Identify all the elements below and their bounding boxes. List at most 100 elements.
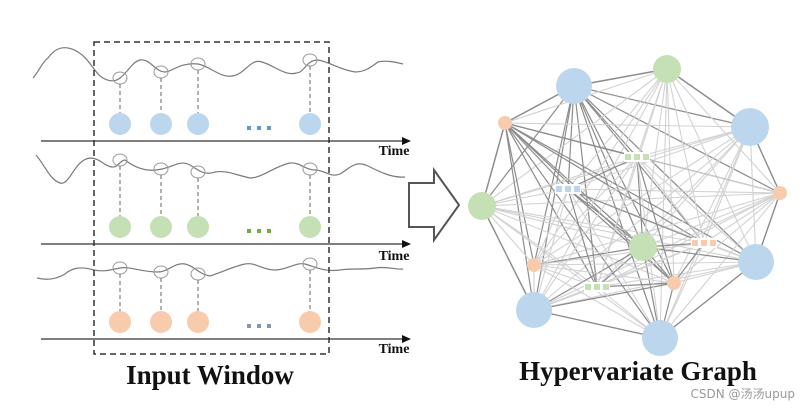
series-row-green: Time — [35, 153, 411, 264]
variate-node-blue — [299, 113, 321, 135]
graph-edge — [659, 192, 781, 339]
graph-edge — [533, 188, 569, 266]
ellipsis-dot — [247, 126, 251, 130]
ellipsis-dot — [247, 324, 251, 328]
graph-edge — [703, 192, 781, 244]
graph-edge — [567, 188, 781, 194]
graph-edge — [481, 205, 661, 339]
graph-node-orange — [498, 116, 512, 130]
ellipsis-dot — [267, 324, 271, 328]
graph-node-green — [468, 192, 496, 220]
graph-edge — [659, 68, 668, 339]
graph-node-blue — [556, 68, 592, 104]
time-series-wave — [36, 263, 404, 280]
graph-ellipsis-green — [584, 282, 610, 292]
graph-node-blue — [731, 108, 769, 146]
graph-edge — [596, 126, 751, 288]
time-axis-label: Time — [379, 144, 410, 159]
graph-edge — [481, 205, 644, 248]
graph-edge — [533, 192, 781, 266]
graph-edge — [567, 188, 644, 248]
ellipsis-dot — [565, 186, 571, 192]
time-series-wave — [32, 47, 404, 82]
graph-edge — [642, 192, 781, 248]
graph-edge — [504, 122, 705, 244]
hypervariate-graph-title: Hypervariate Graph — [519, 356, 757, 386]
graph-edge — [504, 122, 569, 190]
graph-edge — [504, 122, 661, 339]
axis-arrow-icon — [402, 335, 411, 343]
axis-arrow-icon — [402, 240, 411, 248]
graph-edge — [666, 68, 757, 263]
graph-edge — [666, 68, 781, 194]
graph-edge — [567, 188, 705, 244]
ellipsis-dot — [585, 284, 591, 290]
ellipsis-dot — [556, 186, 562, 192]
graph-edge — [533, 85, 575, 311]
graph-node-green — [629, 233, 657, 261]
graph-edge — [642, 68, 668, 248]
ellipsis-dot — [594, 284, 600, 290]
graph-edge — [481, 156, 638, 207]
graph-edge — [573, 85, 598, 288]
watermark: CSDN @汤汤upup — [691, 387, 795, 401]
graph-edge — [533, 188, 569, 311]
ellipsis-dot — [257, 229, 261, 233]
axis-arrow-icon — [402, 137, 411, 145]
graph-edge — [659, 126, 751, 339]
variate-node-orange — [299, 311, 321, 333]
graph-edge — [533, 246, 644, 266]
graph-edge — [666, 68, 705, 244]
ellipsis-dot — [574, 186, 580, 192]
hollow-right-arrow-icon — [408, 166, 461, 244]
input-window-title: Input Window — [126, 360, 294, 390]
graph-edge — [673, 192, 781, 284]
graph-edge — [567, 68, 668, 190]
transition-arrow — [408, 166, 461, 244]
graph-edge — [504, 122, 751, 128]
ellipsis-dot — [692, 240, 698, 246]
graph-edge — [533, 156, 638, 311]
graph-edge — [636, 156, 644, 248]
variate-node-blue — [187, 113, 209, 135]
graph-edge — [533, 242, 705, 266]
graph-node-blue — [516, 292, 552, 328]
graph-node-orange — [527, 258, 541, 272]
graph-edge — [642, 246, 757, 263]
graph-edge — [573, 85, 675, 284]
graph-edge — [533, 261, 757, 311]
graph-edge — [596, 261, 757, 288]
graph-edge — [481, 205, 705, 244]
graph-hull-edge — [481, 122, 506, 207]
ellipsis-dot — [625, 154, 631, 160]
graph-node-green — [653, 55, 681, 83]
graph-edge — [636, 156, 757, 263]
series-row-orange: Time — [36, 257, 411, 357]
graph-hull-edge — [481, 205, 535, 311]
graph-edge — [636, 156, 781, 194]
ellipsis-dot — [267, 126, 271, 130]
ellipsis-dot — [257, 126, 261, 130]
variate-node-green — [299, 216, 321, 238]
ellipsis-dot — [710, 240, 716, 246]
graph-edge — [533, 192, 781, 311]
ellipsis-dot — [603, 284, 609, 290]
graph-edge — [636, 156, 675, 284]
graph-node-blue — [738, 244, 774, 280]
time-axis-label: Time — [379, 249, 410, 264]
ellipsis-dot — [267, 229, 271, 233]
variate-node-orange — [187, 311, 209, 333]
graph-ellipsis-blue — [555, 184, 581, 194]
graph-edge — [567, 156, 638, 190]
variate-node-green — [150, 216, 172, 238]
variate-node-green — [109, 216, 131, 238]
graph-node-orange — [773, 186, 787, 200]
ellipsis-dot — [257, 324, 261, 328]
graph-edge — [673, 126, 751, 284]
graph-node-orange — [667, 276, 681, 290]
graph-edge — [481, 85, 575, 207]
graph-edge — [703, 126, 751, 244]
graph-edge — [481, 68, 668, 207]
graph-edge — [596, 242, 705, 288]
